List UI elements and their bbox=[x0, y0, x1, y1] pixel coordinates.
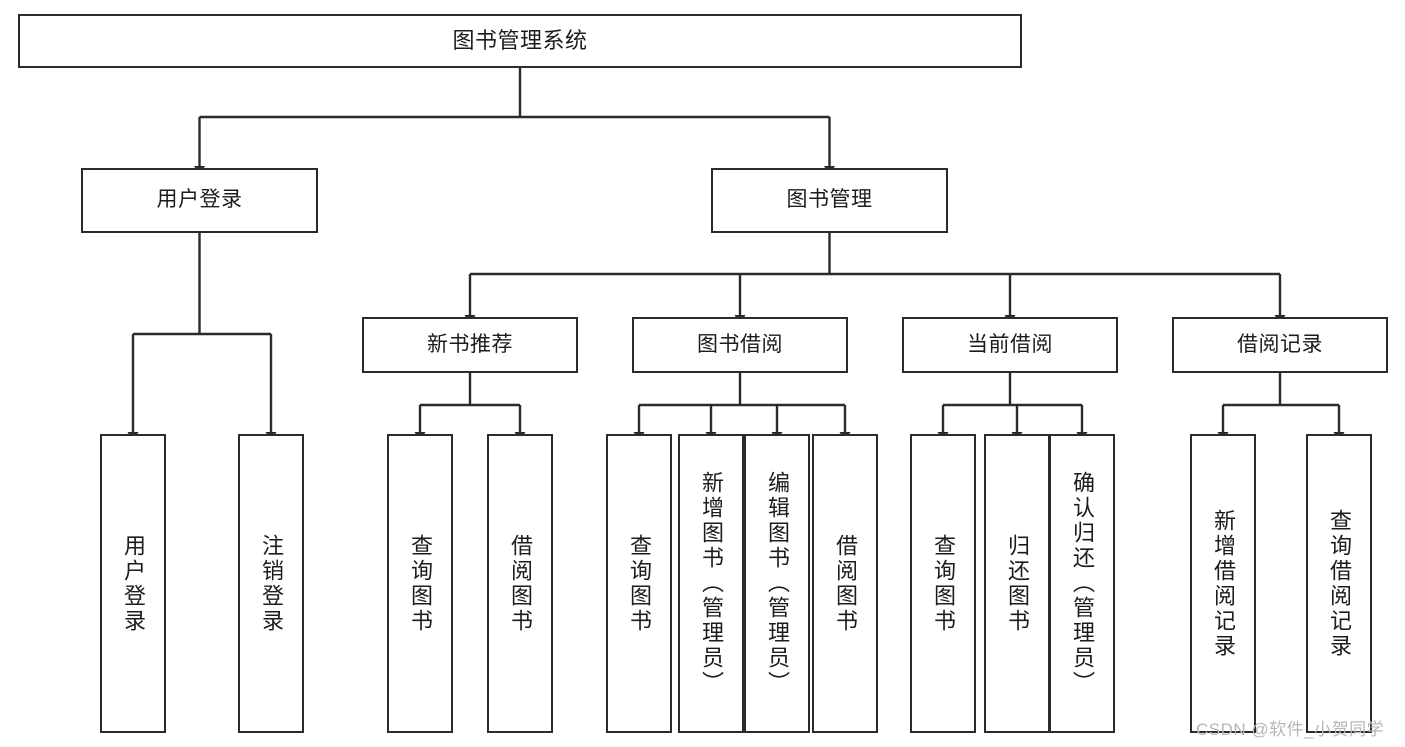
node-leaf-3[interactable]: 借阅图书 bbox=[487, 434, 553, 733]
node-label: 确认归还（管理员） bbox=[1070, 471, 1095, 696]
node-label: 借阅图书 bbox=[508, 533, 533, 634]
node-leaf-4[interactable]: 查询图书 bbox=[606, 434, 672, 733]
node-label: 新增图书（管理员） bbox=[699, 471, 724, 696]
node-root[interactable]: 图书管理系统 bbox=[18, 14, 1022, 68]
node-leaf-10[interactable]: 确认归还（管理员） bbox=[1049, 434, 1115, 733]
edge-group bbox=[127, 68, 1345, 441]
node-label: 查询图书 bbox=[408, 533, 433, 634]
node-label: 图书借阅 bbox=[697, 332, 783, 356]
node-label: 当前借阅 bbox=[967, 332, 1053, 356]
node-level2-1[interactable]: 图书管理 bbox=[711, 168, 948, 233]
node-label: 新增借阅记录 bbox=[1211, 508, 1236, 659]
node-level3-3[interactable]: 借阅记录 bbox=[1172, 317, 1388, 373]
node-label: 注销登录 bbox=[259, 533, 284, 634]
node-label: 图书管理系统 bbox=[452, 28, 588, 54]
node-label: 用户登录 bbox=[121, 533, 146, 634]
node-label: 用户登录 bbox=[156, 188, 243, 212]
node-label: 查询图书 bbox=[931, 533, 956, 634]
node-label: 归还图书 bbox=[1005, 533, 1030, 634]
node-leaf-1[interactable]: 注销登录 bbox=[238, 434, 304, 733]
node-leaf-11[interactable]: 新增借阅记录 bbox=[1190, 434, 1256, 733]
node-leaf-0[interactable]: 用户登录 bbox=[100, 434, 166, 733]
node-leaf-8[interactable]: 查询图书 bbox=[910, 434, 976, 733]
node-label: 新书推荐 bbox=[427, 332, 513, 356]
node-leaf-7[interactable]: 借阅图书 bbox=[812, 434, 878, 733]
node-leaf-5[interactable]: 新增图书（管理员） bbox=[678, 434, 744, 733]
node-level3-0[interactable]: 新书推荐 bbox=[362, 317, 578, 373]
node-level3-2[interactable]: 当前借阅 bbox=[902, 317, 1118, 373]
node-label: 查询借阅记录 bbox=[1327, 508, 1352, 659]
node-label: 查询图书 bbox=[627, 533, 652, 634]
node-leaf-2[interactable]: 查询图书 bbox=[387, 434, 453, 733]
node-label: 借阅记录 bbox=[1237, 332, 1323, 356]
node-leaf-12[interactable]: 查询借阅记录 bbox=[1306, 434, 1372, 733]
node-level3-1[interactable]: 图书借阅 bbox=[632, 317, 848, 373]
node-label: 编辑图书（管理员） bbox=[765, 471, 790, 696]
node-label: 图书管理 bbox=[786, 188, 873, 212]
node-leaf-6[interactable]: 编辑图书（管理员） bbox=[744, 434, 810, 733]
node-level2-0[interactable]: 用户登录 bbox=[81, 168, 318, 233]
node-label: 借阅图书 bbox=[833, 533, 858, 634]
node-leaf-9[interactable]: 归还图书 bbox=[984, 434, 1050, 733]
